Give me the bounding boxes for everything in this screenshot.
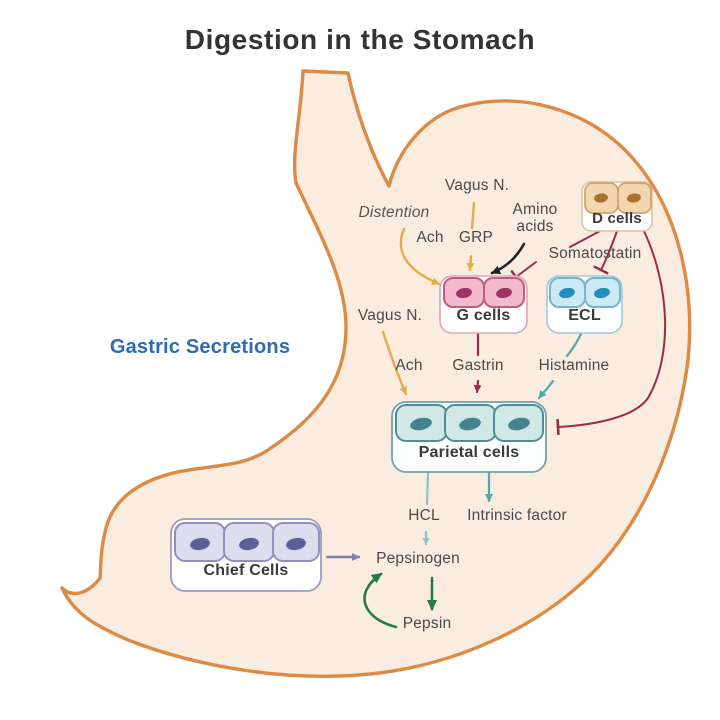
arrow-distention-ach-gcells [399, 227, 441, 286]
page-title: Digestion in the Stomach [184, 24, 536, 55]
ach-label-top: Ach [416, 229, 444, 246]
ecl-node [546, 275, 623, 334]
arrow-parietal-hcl-pepsinogen [422, 471, 430, 546]
distention-label: Distention [358, 204, 430, 221]
gastric-secretions-label: Gastric Secretions [109, 336, 291, 358]
d-cells-node [581, 181, 653, 232]
somatostatin-label: Somatostatin [548, 245, 642, 262]
pepsinogen-label: Pepsinogen [376, 550, 460, 567]
parietal-cells-node [391, 401, 547, 473]
inhibit-dcells-parietal [558, 228, 667, 427]
arrow-pepsin-feedback [363, 572, 398, 629]
hcl-label: HCL [408, 507, 440, 524]
grp-label: GRP [458, 229, 494, 246]
ecl-label: ECL [568, 307, 601, 324]
g-cells-node [439, 275, 528, 334]
inhibit-dcells-gcells [516, 230, 601, 277]
amino-acids-label: Amino acids [512, 201, 558, 235]
intrinsic-factor-label: Intrinsic factor [467, 507, 567, 524]
inhibit-dcells-ecl [601, 230, 618, 270]
pepsin-label: Pepsin [402, 615, 452, 632]
g-cells-label: G cells [456, 307, 511, 324]
ach-label-mid: Ach [395, 357, 423, 374]
chief-cells-node [170, 518, 322, 592]
arrow-gcells-gastrin-parietal [473, 332, 482, 394]
vagus-nerve-label-mid: Vagus N. [357, 307, 423, 324]
histamine-label: Histamine [538, 357, 610, 374]
vagus-nerve-label-top: Vagus N. [444, 177, 510, 194]
arrow-amino-gcells [490, 242, 526, 275]
arrow-vagus2-ach-parietal [381, 330, 408, 396]
d-cells-label: D cells [592, 210, 642, 227]
arrow-ecl-histamine-parietal [537, 332, 583, 400]
arrow-vagus-grp-gcells [466, 201, 476, 272]
chief-cells-label: Chief Cells [203, 562, 289, 579]
gastrin-label: Gastrin [452, 357, 504, 374]
parietal-cells-label: Parietal cells [418, 444, 520, 461]
